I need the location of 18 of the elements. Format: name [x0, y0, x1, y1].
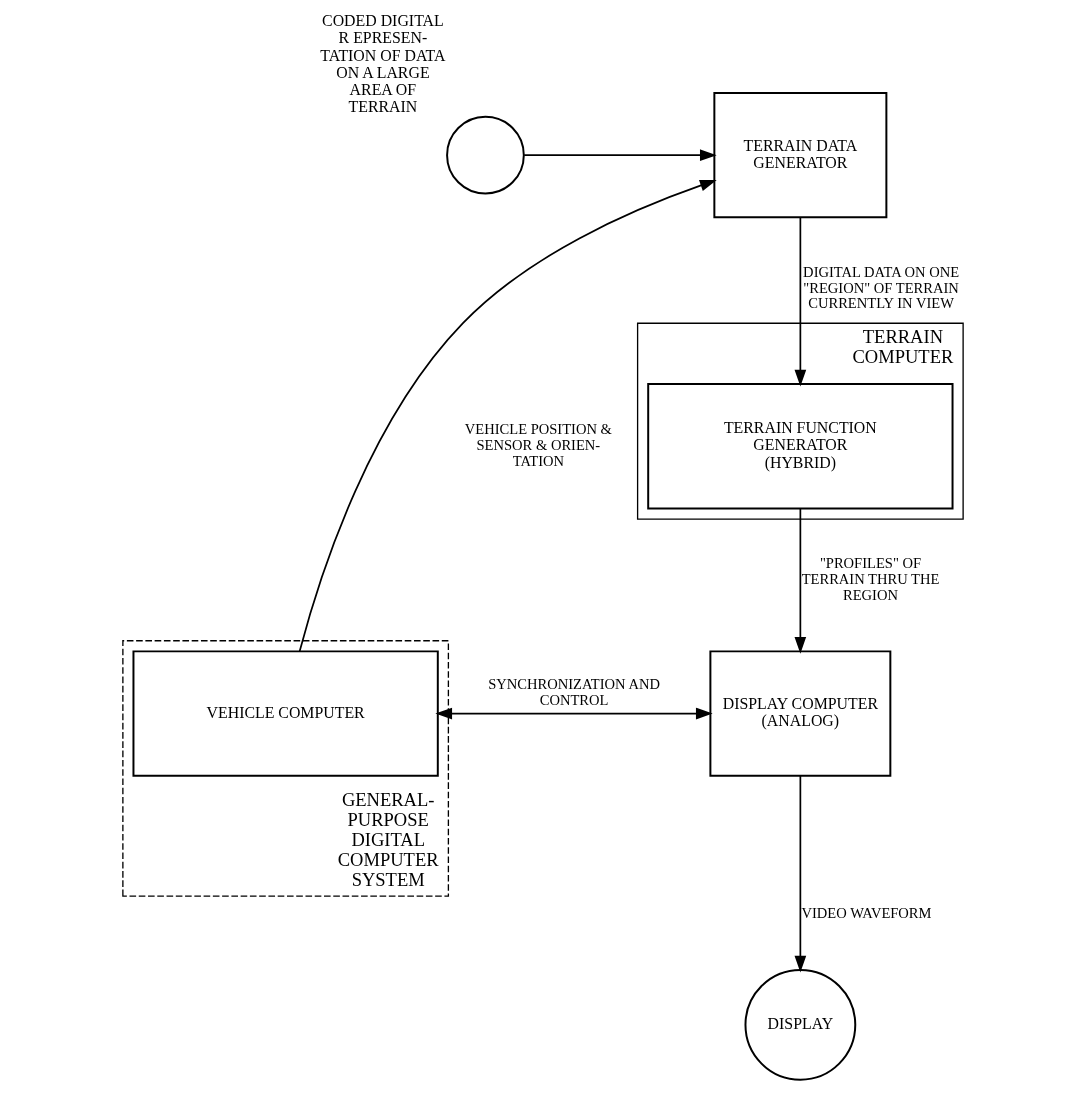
node-label: CODED DIGITAL R EPRESEN- TATION OF DATA ON A LARGE AREA OF TERRAIN — [319, 12, 445, 116]
arrow — [794, 216, 806, 387]
arrow — [522, 149, 717, 161]
edge-label: SYNCHRONIZATION AND CONTROL — [487, 676, 660, 709]
arrow — [794, 507, 806, 654]
arrow — [298, 179, 717, 653]
node-box: DISPLAY COMPUTER (ANALOG) — [708, 650, 891, 777]
arrow — [434, 707, 713, 720]
node-box: TERRAIN DATA GENERATOR — [712, 92, 887, 219]
node-circle — [445, 115, 525, 195]
edge-label: VEHICLE POSITION & SENSOR & ORIEN- TATION — [464, 421, 612, 469]
edge-label: DIGITAL DATA ON ONE "REGION" OF TERRAIN CURRENTLY IN VIEW — [802, 263, 959, 312]
node-box: TERRAIN FUNCTION GENERATOR (HYBRID) — [646, 383, 954, 510]
edge-label: "PROFILES" OF TERRAIN THRU THE REGION — [801, 554, 939, 603]
arrow — [794, 775, 806, 973]
node-circle: DISPLAY — [744, 968, 856, 1081]
node-box: VEHICLE COMPUTER — [131, 650, 439, 777]
edge-label: VIDEO WAVEFORM — [801, 905, 932, 922]
